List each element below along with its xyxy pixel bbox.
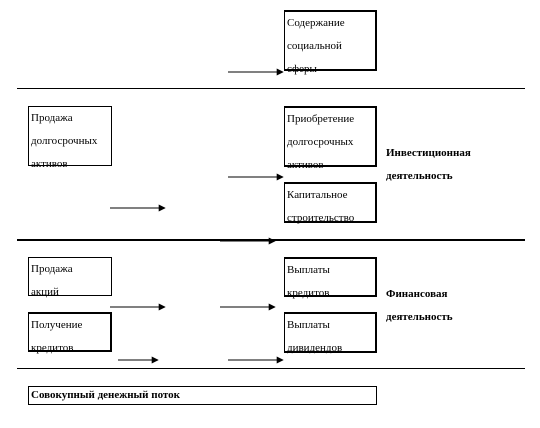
box-line: активов: [31, 158, 68, 170]
label-investment-activity: Инвестиционная деятельность: [386, 142, 471, 188]
box-line: Выплаты: [287, 264, 330, 276]
box-receive-credits: Получение кредитов: [28, 312, 112, 354]
box-line: социальной: [287, 40, 342, 52]
total-cash-flow: Совокупный денежный поток: [28, 386, 377, 405]
box-line: Выплаты: [287, 319, 330, 331]
box-sell-long-term-assets: Продажа долгосрочных активов: [28, 106, 112, 170]
box-capital-construction: Капитальное строительство: [284, 182, 377, 224]
box-line: сферы: [287, 63, 317, 75]
box-pay-dividends: Выплаты дивидендов: [284, 312, 377, 354]
box-sell-shares: Продажа акций: [28, 257, 112, 298]
label-line: Инвестиционная: [386, 147, 471, 159]
box-line: строительство: [287, 212, 355, 224]
box-line: Приобретение: [287, 113, 355, 125]
box-line: Продажа: [31, 112, 73, 124]
box-pay-credits: Выплаты кредитов: [284, 257, 377, 299]
box-line: Содержание: [287, 17, 345, 29]
box-social-sphere: Содержание социальной сферы: [284, 10, 377, 75]
divider-2: [17, 239, 525, 241]
box-buy-long-term-assets: Приобретение долгосрочных активов: [284, 106, 377, 171]
label-line: Финансовая: [386, 288, 448, 300]
label-line: деятельность: [386, 311, 453, 323]
box-line: Получение: [31, 319, 83, 331]
box-line: долгосрочных: [287, 136, 354, 148]
label-financial-activity: Финансовая деятельность: [386, 283, 453, 329]
divider-3: [17, 368, 525, 369]
box-line: долгосрочных: [31, 135, 98, 147]
box-line: кредитов: [31, 342, 74, 354]
box-line: дивидендов: [287, 342, 343, 354]
box-line: кредитов: [287, 287, 330, 299]
box-line: акций: [31, 286, 59, 298]
box-line: активов: [287, 159, 324, 171]
box-line: Продажа: [31, 263, 73, 275]
box-line: Капитальное: [287, 189, 348, 201]
label-line: деятельность: [386, 170, 453, 182]
divider-1: [17, 88, 525, 89]
